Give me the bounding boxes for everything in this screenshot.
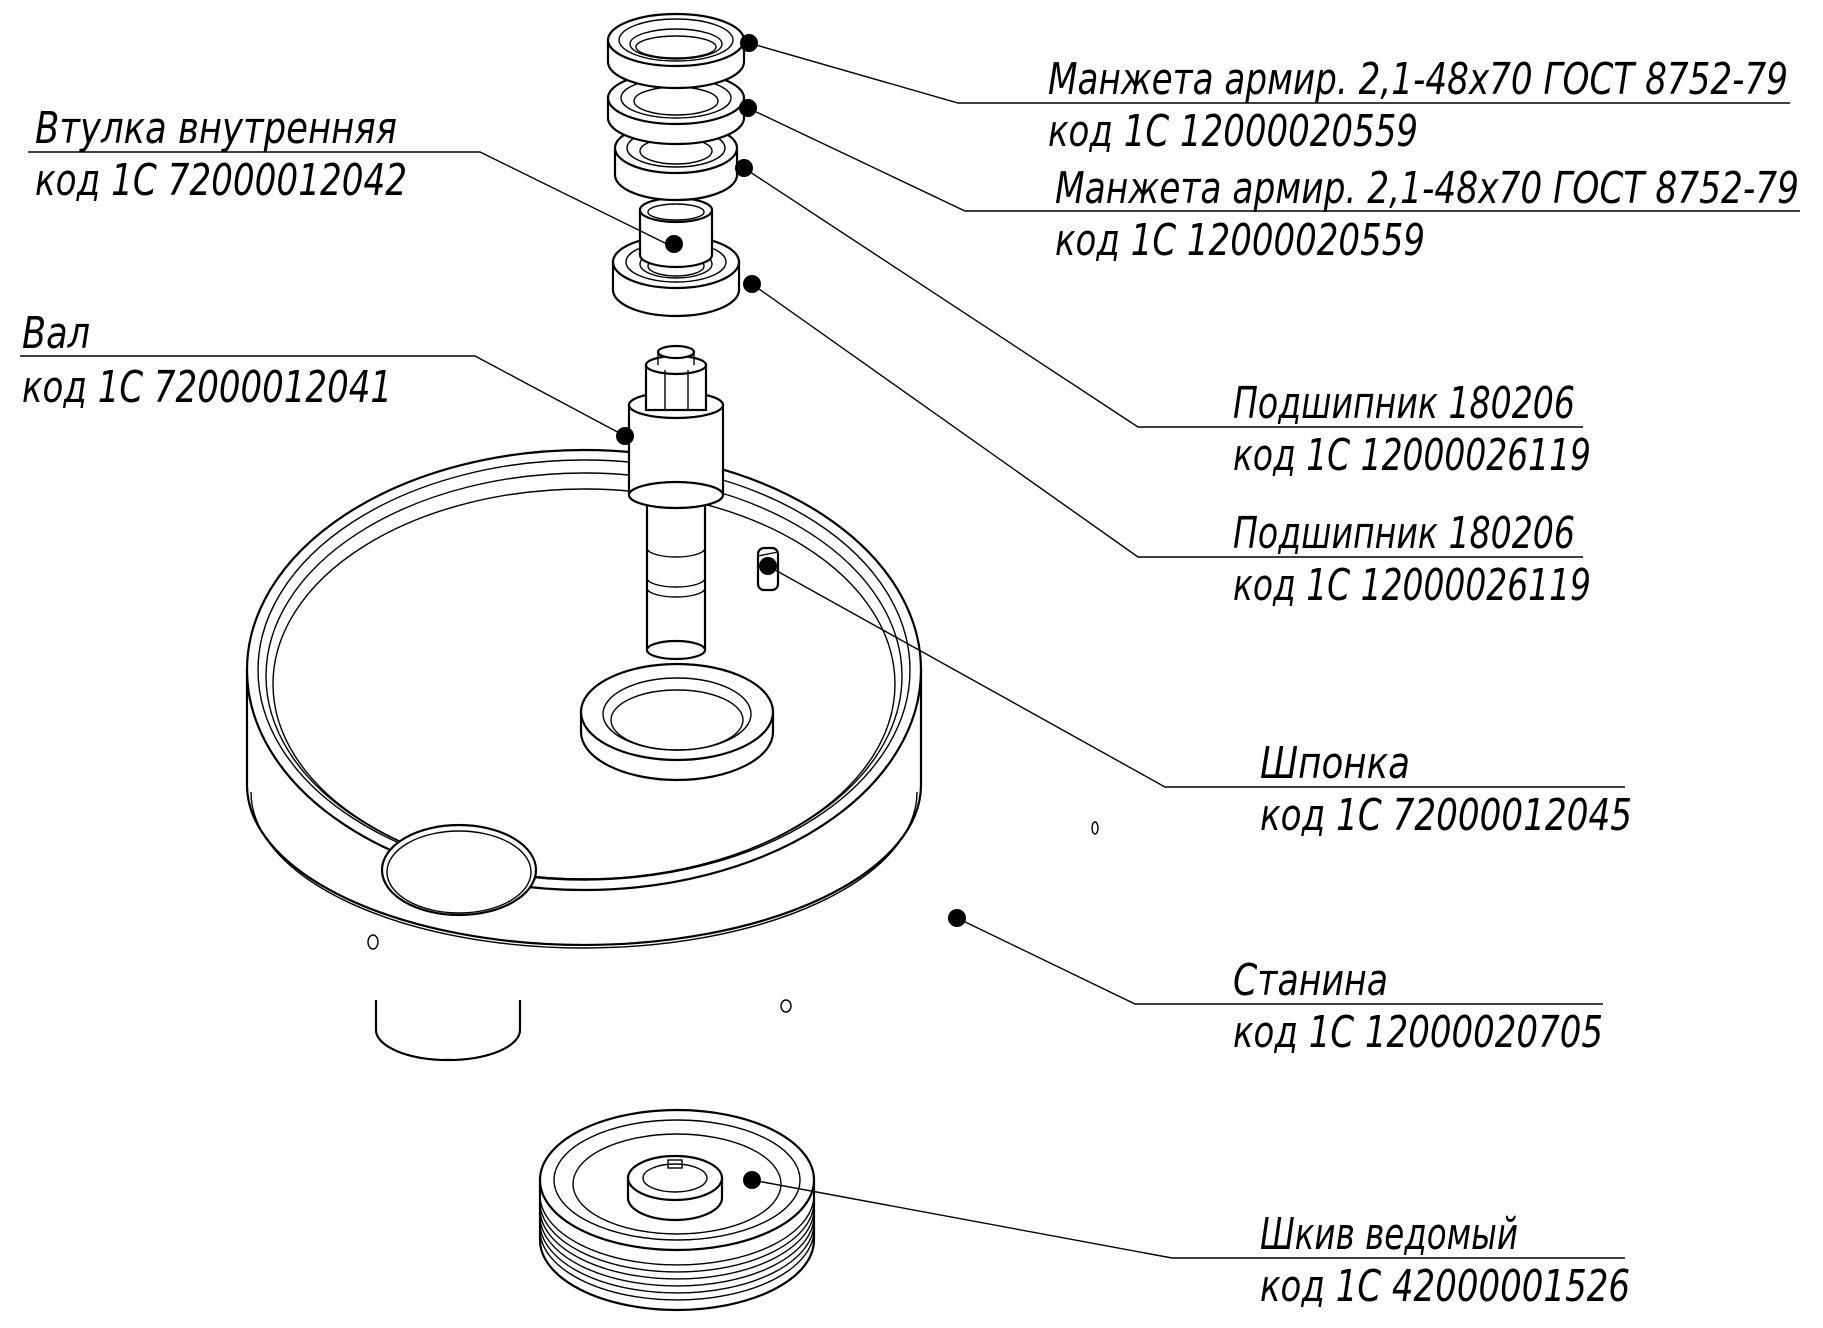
label-stanina-name: Станина: [1233, 955, 1388, 1006]
label-vtulka-name: Втулка внутренняя: [35, 103, 397, 154]
callout-dot: [616, 427, 634, 445]
val-part: [627, 344, 725, 661]
shkiv-part: [538, 1108, 816, 1312]
callout-dot: [740, 34, 758, 52]
callout-dot: [743, 1171, 761, 1189]
label-manzheta-1-name: Манжета армир. 2,1-48х70 ГОСТ 8752-79: [1048, 54, 1788, 105]
label-val-name: Вал: [22, 308, 90, 359]
label-manzheta-1-code: код 1С 12000020559: [1048, 106, 1418, 157]
manzheta-upper-part: [606, 12, 746, 90]
callout-dot: [759, 557, 777, 575]
callout-dot: [743, 275, 761, 293]
stanina-part: [245, 448, 1099, 1062]
label-stanina-code: код 1С 12000020705: [1233, 1007, 1603, 1058]
label-vtulka-code: код 1С 72000012042: [35, 155, 407, 206]
label-podshipnik-2-name: Подшипник 180206: [1233, 508, 1575, 559]
label-podshipnik-2-code: код 1С 12000026119: [1233, 560, 1591, 611]
callout-dot: [739, 99, 757, 117]
callout-dot: [948, 909, 966, 927]
vtulka-part: [638, 196, 714, 269]
callout-labels: Манжета армир. 2,1-48х70 ГОСТ 8752-79 ко…: [22, 54, 1799, 1312]
label-shponka-code: код 1С 72000012045: [1260, 790, 1632, 841]
callout-dot: [735, 159, 753, 177]
callout-dot: [665, 235, 683, 253]
label-val-code: код 1С 72000012041: [22, 362, 392, 413]
label-manzheta-2-code: код 1С 12000020559: [1055, 215, 1425, 266]
label-manzheta-2-name: Манжета армир. 2,1-48х70 ГОСТ 8752-79: [1055, 163, 1799, 214]
leader-lines: [20, 42, 1800, 1259]
callout-dots: [616, 34, 966, 1189]
label-podshipnik-1-name: Подшипник 180206: [1233, 378, 1575, 429]
label-podshipnik-1-code: код 1С 12000026119: [1233, 430, 1591, 481]
label-shkiv-name: Шкив ведомый: [1260, 1209, 1518, 1260]
label-shponka-name: Шпонка: [1260, 738, 1410, 789]
label-shkiv-code: код 1С 42000001526: [1260, 1261, 1630, 1312]
